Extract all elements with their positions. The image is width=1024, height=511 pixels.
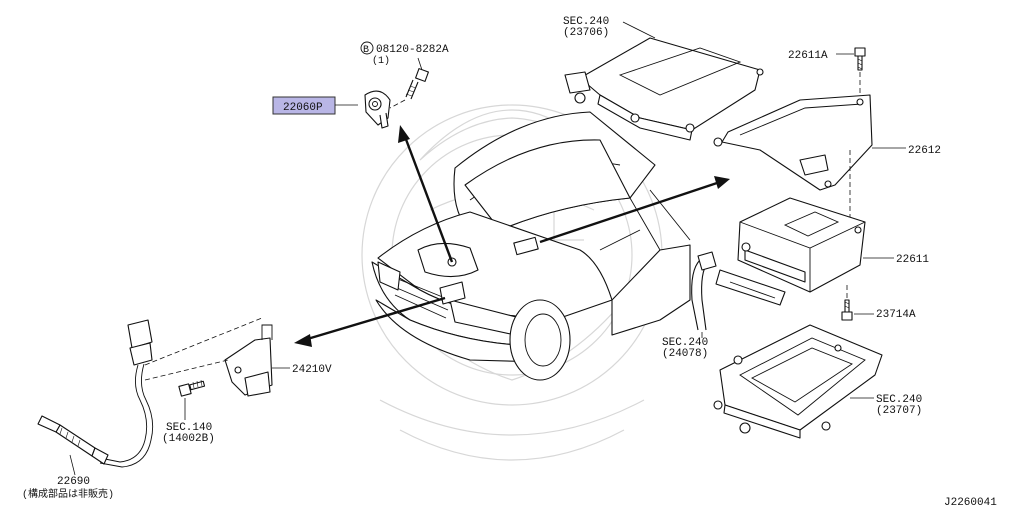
label-not-sold: (構成部品は非販売) [22, 487, 114, 501]
label-22060p[interactable]: 22060P [283, 102, 323, 114]
lower-tray [713, 324, 883, 439]
label-24210v[interactable]: 24210V [292, 364, 332, 376]
bolt-marker-circle [360, 41, 374, 55]
oxygen-sensor [37, 319, 154, 468]
label-sec240-mid[interactable]: SEC.240 [662, 337, 708, 349]
label-sec240-mid-ref: (24078) [662, 348, 708, 360]
label-22611[interactable]: 22611 [896, 254, 929, 266]
car-illustration [371, 111, 691, 381]
label-sec240-bottom-ref: (23707) [876, 405, 922, 417]
bolt-23714a [841, 285, 853, 321]
label-sec240-bottom[interactable]: SEC.240 [876, 394, 922, 406]
label-sec140[interactable]: SEC.140 [166, 422, 212, 434]
bolt-22611a [854, 47, 866, 95]
label-23714a[interactable]: 23714A [876, 309, 916, 321]
upper-cover [564, 37, 764, 141]
label-sec240-top[interactable]: SEC.240 [563, 16, 609, 28]
sensor-bolt [389, 68, 429, 109]
label-bolt-qty: (1) [372, 55, 390, 67]
harness-connector [691, 251, 786, 331]
diagram-id: J2260041 [944, 497, 997, 509]
bolt-marker-letter: B [363, 45, 369, 56]
label-22690[interactable]: 22690 [57, 476, 90, 488]
label-22612[interactable]: 22612 [908, 145, 941, 157]
ecm-unit [737, 197, 866, 293]
highlight-box [272, 96, 336, 115]
bolt-sec140 [178, 379, 206, 397]
pointer-arrows [294, 125, 730, 347]
sensor-bracket [144, 317, 273, 397]
label-sec240-top-ref: (23706) [563, 27, 609, 39]
ecm-bracket [713, 94, 873, 220]
label-22611a[interactable]: 22611A [788, 50, 828, 62]
knock-sensor [364, 90, 391, 129]
label-bolt-code[interactable]: 08120-8282A [376, 44, 449, 56]
label-sec140-ref: (14002B) [162, 433, 215, 445]
